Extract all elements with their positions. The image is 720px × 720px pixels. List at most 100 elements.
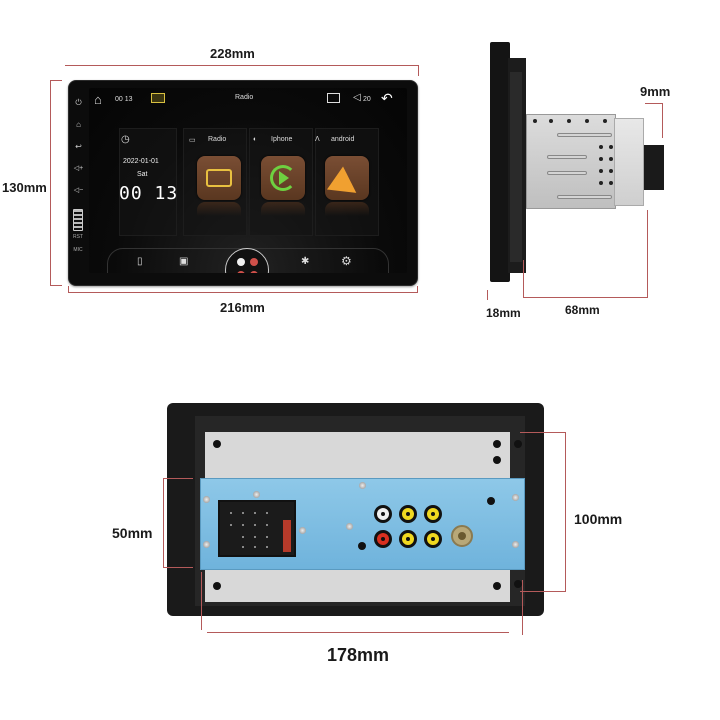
dim-side-face-depth: 18mm: [486, 306, 521, 320]
mount-hole: [493, 582, 501, 590]
dim-line: [565, 432, 566, 592]
screw: [203, 496, 210, 503]
dim-line: [487, 290, 488, 300]
clock-time: 00 13: [119, 183, 179, 204]
board-hole: [358, 542, 366, 550]
rca-jack-yellow[interactable]: [399, 505, 417, 523]
rivet: [533, 119, 537, 123]
bluetooth-icon[interactable]: ✱: [301, 256, 310, 267]
volume-up-icon[interactable]: ◁+: [73, 165, 84, 172]
vent-hole: [599, 169, 603, 173]
home-icon[interactable]: ⌂: [94, 92, 102, 107]
rivet: [603, 119, 607, 123]
android-auto-icon: Λ: [315, 136, 320, 143]
sd-card-icon: [151, 93, 165, 103]
navigation-arrow-icon: [326, 166, 365, 205]
pin: [242, 546, 244, 548]
rca-jack-yellow[interactable]: [424, 530, 442, 548]
board-hole: [487, 497, 495, 505]
android-app-tile[interactable]: [325, 156, 369, 205]
vent-hole: [599, 145, 603, 149]
pin: [266, 536, 268, 538]
pin: [230, 524, 232, 526]
screw: [512, 541, 519, 548]
side-view-connector: [644, 145, 664, 190]
status-bar: ⌂ 00 13 Radio ◁ 20 ↶: [89, 88, 407, 110]
display-icon[interactable]: [327, 93, 340, 103]
return-icon[interactable]: ↶: [381, 90, 393, 106]
dim-back-width: 178mm: [327, 645, 390, 665]
rca-jack-yellow[interactable]: [399, 530, 417, 548]
pin: [254, 546, 256, 548]
vent-hole: [609, 145, 613, 149]
vent-hole: [599, 181, 603, 185]
dim-front-width-bottom: 216mm: [220, 300, 265, 315]
screw: [253, 491, 260, 498]
vent-hole: [599, 157, 603, 161]
dim-line: [522, 580, 523, 635]
dim-line: [523, 297, 648, 298]
antenna-socket[interactable]: [451, 525, 473, 547]
rca-jack-white[interactable]: [374, 505, 392, 523]
mic-label: MIC: [73, 247, 83, 253]
back-icon[interactable]: ↩: [75, 142, 82, 151]
pin: [242, 512, 244, 514]
screw: [512, 494, 519, 501]
rivet: [549, 119, 553, 123]
pin: [254, 536, 256, 538]
dim-tick: [418, 66, 419, 76]
clock-day: Sat: [137, 171, 148, 178]
play-icon: [279, 171, 289, 185]
dim-side-body-depth: 68mm: [565, 303, 600, 317]
iphone-app-tile[interactable]: [261, 156, 305, 200]
fuse: [283, 520, 291, 552]
phone-link-icon[interactable]: ▣: [179, 256, 189, 267]
pin: [266, 546, 268, 548]
radio-app-tile[interactable]: [197, 156, 241, 200]
rivet: [567, 119, 571, 123]
dim-back-height-chassis: 100mm: [574, 511, 623, 527]
carplay-icon: [270, 165, 296, 191]
power-icon[interactable]: ⏻: [75, 98, 82, 107]
screw: [346, 523, 353, 530]
dim-side-connector: 9mm: [640, 84, 671, 99]
dim-line: [662, 103, 663, 138]
dim-tick: [50, 285, 62, 286]
volume-icon[interactable]: ◁: [353, 92, 361, 103]
carplay-icon: ◐: [253, 136, 258, 143]
chassis-slot: [557, 133, 612, 137]
screw: [203, 541, 210, 548]
side-view-rear-chassis: [614, 118, 644, 206]
rca-jack-red[interactable]: [374, 530, 392, 548]
dim-tick: [520, 432, 566, 433]
chassis-slot: [547, 155, 587, 159]
touch-screen: ⌂ 00 13 Radio ◁ 20 ↶ ◷ 2022-01-01 Sat 00…: [89, 88, 407, 273]
pin: [254, 512, 256, 514]
volume-level: 20: [363, 96, 371, 103]
dim-tick: [163, 567, 193, 568]
home-icon[interactable]: ⌂: [76, 120, 81, 129]
rca-jack-yellow[interactable]: [424, 505, 442, 523]
mount-hole: [514, 580, 522, 588]
pin: [242, 524, 244, 526]
dim-line-left: [50, 80, 51, 285]
tile-reflection: [197, 202, 241, 216]
usb-icon[interactable]: ▯: [137, 256, 143, 267]
dim-line: [207, 632, 509, 633]
rst-label[interactable]: RST: [73, 234, 83, 240]
dim-line: [645, 103, 663, 104]
pin: [266, 524, 268, 526]
apps-dot: [237, 258, 245, 266]
vent-hole: [609, 157, 613, 161]
dim-front-width-top: 228mm: [210, 46, 255, 61]
pin: [230, 512, 232, 514]
dim-tick: [520, 591, 566, 592]
volume-down-icon[interactable]: ◁−: [73, 187, 84, 194]
settings-icon[interactable]: ⚙: [341, 254, 352, 268]
mount-hole: [493, 440, 501, 448]
screen-title: Radio: [235, 94, 254, 101]
pin: [254, 524, 256, 526]
dim-line-top: [65, 65, 419, 66]
side-view-bracket: [510, 72, 522, 262]
side-view-faceplate: [490, 42, 510, 282]
